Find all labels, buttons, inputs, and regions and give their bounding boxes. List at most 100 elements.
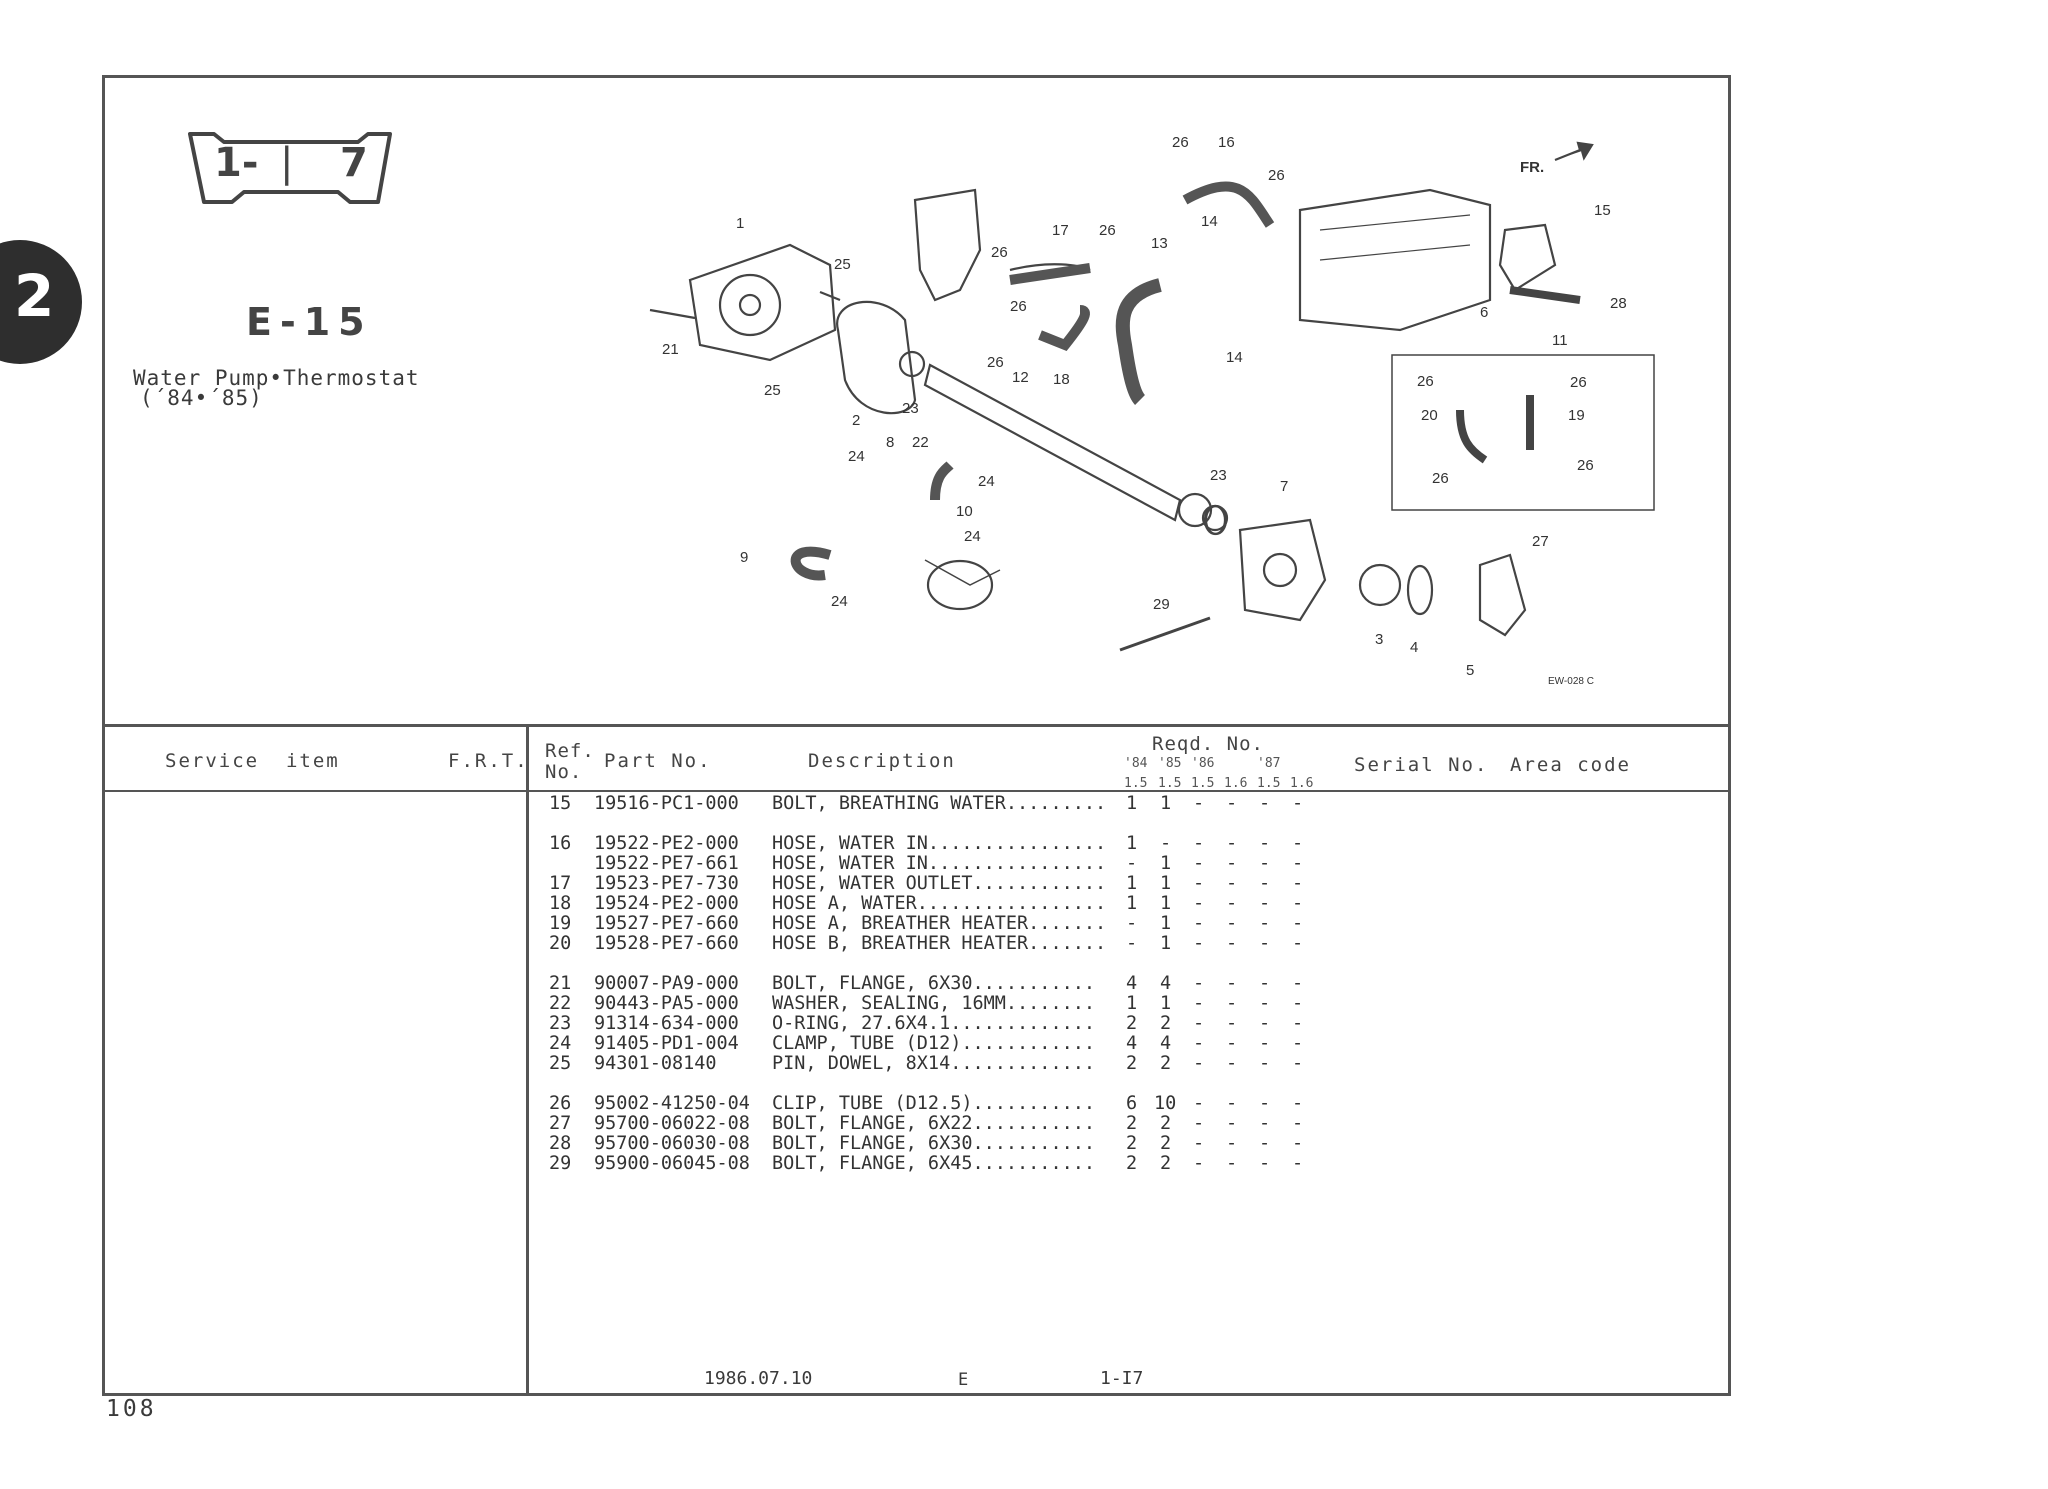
- outlet-cover: [1478, 553, 1527, 637]
- part-no: 91405-PD1-004: [594, 1033, 739, 1054]
- reqd-qty: 1: [1160, 873, 1172, 894]
- reqd-qty: -: [1193, 1153, 1205, 1174]
- callout-label: 6: [1480, 304, 1488, 321]
- reqd-qty: 2: [1126, 1013, 1138, 1034]
- callout-label: 26: [1172, 134, 1189, 151]
- reqd-qty: -: [1193, 1033, 1205, 1054]
- reqd-qty: 1: [1160, 793, 1172, 814]
- description: HOSE, WATER IN................: [772, 833, 1107, 854]
- reqd-qty: -: [1259, 1053, 1271, 1074]
- reqd-qty: -: [1226, 993, 1238, 1014]
- reqd-qty: -: [1292, 873, 1304, 894]
- hose-18: [1038, 305, 1090, 352]
- hose-16: [1182, 181, 1275, 228]
- reqd-qty: -: [1193, 993, 1205, 1014]
- reqd-qty: -: [1259, 873, 1271, 894]
- callout-label: 26: [1010, 298, 1027, 315]
- reqd-qty: -: [1126, 933, 1138, 954]
- page-frame: [102, 75, 1731, 1396]
- part-no: 95900-06045-08: [594, 1153, 750, 1174]
- reqd-qty: -: [1226, 833, 1238, 854]
- header-no: No.: [545, 761, 583, 783]
- reqd-qty: -: [1226, 973, 1238, 994]
- header-year: '86: [1191, 756, 1215, 771]
- reqd-qty: 4: [1160, 1033, 1172, 1054]
- ref-no: 28: [549, 1133, 572, 1154]
- callout-label: 21: [662, 341, 679, 358]
- reqd-qty: -: [1292, 993, 1304, 1014]
- reqd-qty: -: [1259, 1093, 1271, 1114]
- callout-label: 7: [1280, 478, 1288, 495]
- group-badge: [188, 132, 392, 204]
- callout-label: 26: [987, 354, 1004, 371]
- header-reqd-no: Reqd. No.: [1152, 733, 1264, 755]
- footer-area: E: [958, 1370, 969, 1390]
- reqd-qty: -: [1226, 933, 1238, 954]
- thermostat-seal: [1406, 564, 1434, 616]
- reqd-qty: 1: [1160, 913, 1172, 934]
- part-no: 95002-41250-04: [594, 1093, 750, 1114]
- callout-label: 28: [1610, 295, 1627, 312]
- description: HOSE A, WATER.................: [772, 893, 1107, 914]
- header-year: '85: [1158, 756, 1182, 771]
- reqd-qty: -: [1292, 853, 1304, 874]
- part-no: 19528-PE7-660: [594, 933, 739, 954]
- reqd-qty: 1: [1160, 993, 1172, 1014]
- description: PIN, DOWEL, 8X14.............: [772, 1053, 1096, 1074]
- thermostat-cover: [1238, 518, 1327, 622]
- callout-label: 27: [1532, 533, 1549, 550]
- ref-no: 15: [549, 793, 572, 814]
- header-ref: Ref.: [545, 740, 595, 762]
- badge-mid: |: [280, 140, 294, 186]
- reqd-qty: 4: [1160, 973, 1172, 994]
- callout-label: 16: [1218, 134, 1235, 151]
- reqd-qty: -: [1292, 893, 1304, 914]
- reqd-qty: 1: [1126, 793, 1138, 814]
- header-year: '84: [1124, 756, 1148, 771]
- callout-label: 14: [1226, 349, 1243, 366]
- part-no: 90443-PA5-000: [594, 993, 739, 1014]
- reqd-qty: -: [1193, 1133, 1205, 1154]
- section-tab-number: 2: [14, 262, 55, 330]
- reqd-qty: -: [1259, 1033, 1271, 1054]
- reqd-qty: -: [1193, 913, 1205, 934]
- reqd-qty: -: [1226, 793, 1238, 814]
- reqd-qty: 2: [1160, 1113, 1172, 1134]
- callout-label: 29: [1153, 596, 1170, 613]
- description: HOSE A, BREATHER HEATER.......: [772, 913, 1107, 934]
- header-frt: F.R.T.: [448, 750, 529, 772]
- part-no: 95700-06022-08: [594, 1113, 750, 1134]
- reqd-qty: -: [1259, 993, 1271, 1014]
- ref-no: 23: [549, 1013, 572, 1034]
- reqd-qty: -: [1292, 973, 1304, 994]
- header-engine: 1.6: [1290, 776, 1314, 791]
- reqd-qty: 2: [1160, 1013, 1172, 1034]
- callout-label: 18: [1053, 371, 1070, 388]
- reqd-qty: -: [1292, 933, 1304, 954]
- reqd-qty: -: [1193, 793, 1205, 814]
- cylinder-head: [1298, 188, 1492, 332]
- reqd-qty: 4: [1126, 1033, 1138, 1054]
- header-engine: 1.5: [1124, 776, 1148, 791]
- reqd-qty: -: [1259, 1013, 1271, 1034]
- badge-right: 7: [340, 140, 368, 186]
- description: BOLT, FLANGE, 6X30...........: [772, 1133, 1096, 1154]
- header-engine: 1.5: [1191, 776, 1215, 791]
- ref-no: 22: [549, 993, 572, 1014]
- ref-no: 27: [549, 1113, 572, 1134]
- hose-17: [1009, 263, 1091, 285]
- reqd-qty: -: [1226, 873, 1238, 894]
- reqd-qty: -: [1226, 913, 1238, 934]
- callout-label: 26: [1099, 222, 1116, 239]
- callout-label: 15: [1594, 202, 1611, 219]
- callout-label: 24: [978, 473, 995, 490]
- drawing-code: EW-028 C: [1548, 676, 1594, 687]
- ref-no: 20: [549, 933, 572, 954]
- reqd-qty: -: [1259, 833, 1271, 854]
- header-year: '87: [1257, 756, 1281, 771]
- reqd-qty: -: [1226, 1013, 1238, 1034]
- callout-label: 13: [1151, 235, 1168, 252]
- callout-label: 10: [956, 503, 973, 520]
- description: HOSE B, BREATHER HEATER.......: [772, 933, 1107, 954]
- callout-label: 5: [1466, 662, 1474, 679]
